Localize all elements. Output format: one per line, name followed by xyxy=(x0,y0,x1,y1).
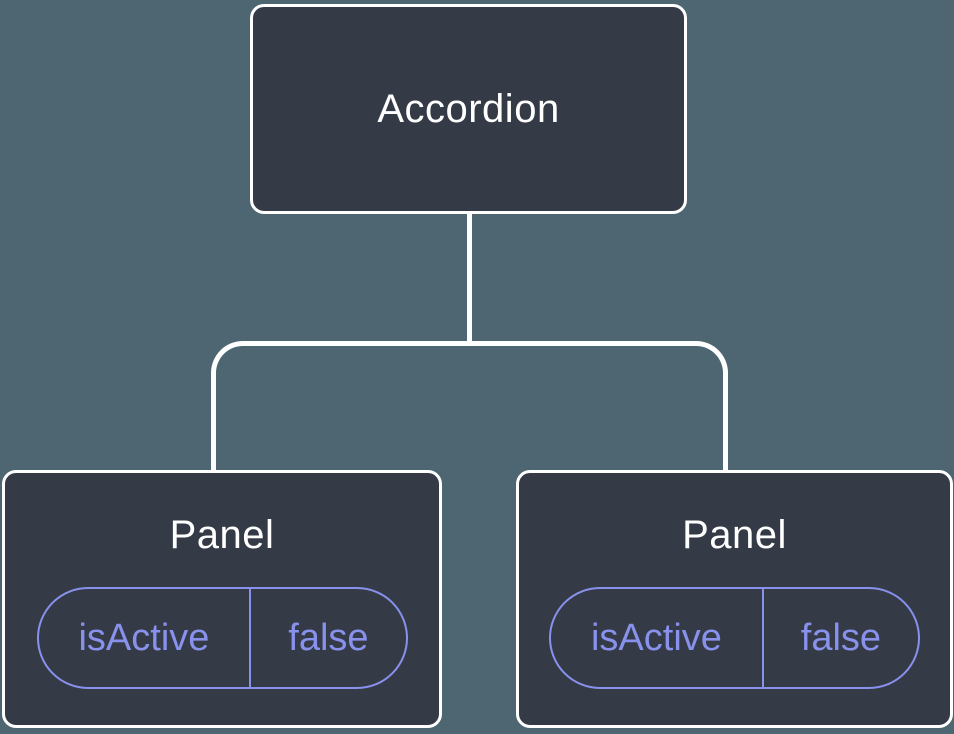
node-panel-right-label: Panel xyxy=(682,513,787,557)
prop-value: false xyxy=(288,616,369,659)
prop-name: isActive xyxy=(39,589,252,687)
node-accordion: Accordion xyxy=(250,4,687,214)
prop-value: false xyxy=(800,616,882,659)
node-panel-left-label: Panel xyxy=(169,513,275,557)
connector-stem xyxy=(467,212,472,346)
node-panel-right: Panel isActive false xyxy=(516,470,953,728)
node-panel-left: Panel isActive false xyxy=(2,470,442,728)
prop-pill-left: isActive false xyxy=(36,587,408,689)
connector-bracket xyxy=(211,341,728,470)
prop-name: isActive xyxy=(551,589,764,687)
node-accordion-label: Accordion xyxy=(377,87,560,131)
prop-pill-right: isActive false xyxy=(549,587,920,689)
